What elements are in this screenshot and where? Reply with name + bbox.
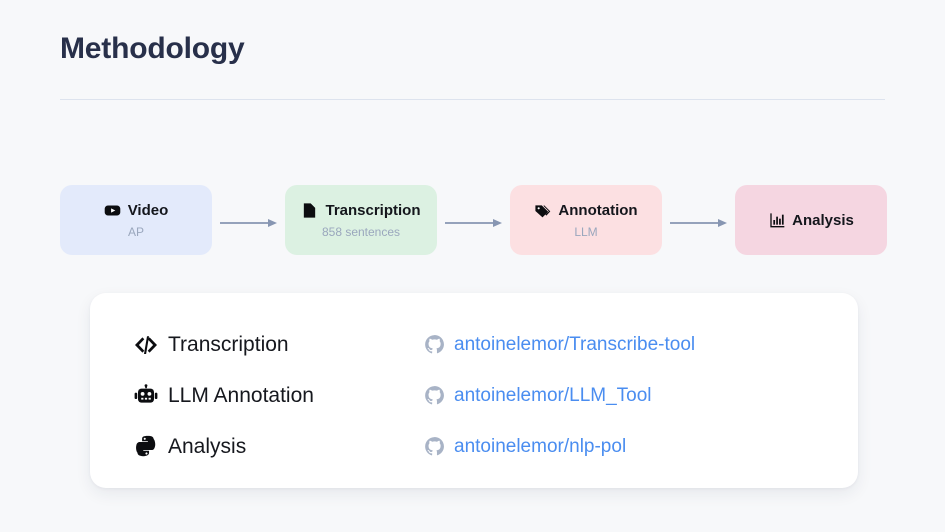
pipeline-step-annotation[interactable]: Annotation LLM (510, 185, 662, 255)
robot-icon (134, 383, 158, 408)
pipeline-step-analysis-title: Analysis (768, 212, 854, 229)
pipeline-step-video[interactable]: Video AP (60, 185, 212, 255)
repository-row: Transcription antoinelemor/Transcribe-to… (134, 319, 858, 370)
repository-link-label: antoinelemor/LLM_Tool (454, 385, 652, 406)
pipeline-step-analysis-label: Analysis (792, 211, 854, 229)
pipeline-step-annotation-title: Annotation (534, 202, 638, 219)
bar-chart-icon (768, 212, 785, 229)
pipeline-step-video-sublabel: AP (127, 225, 144, 239)
pipeline-arrow-2 (445, 215, 502, 227)
pipeline-step-transcription-sublabel: 858 sentences (321, 225, 401, 239)
github-icon (424, 436, 445, 457)
pipeline-step-transcription[interactable]: Transcription 858 sentences (285, 185, 437, 255)
repository-link-label: antoinelemor/nlp-pol (454, 436, 627, 457)
repository-tool-label: Analysis (168, 435, 247, 458)
pipeline-arrow-3 (670, 215, 727, 227)
pipeline-step-analysis[interactable]: Analysis (735, 185, 887, 255)
repository-link-nlp-pol[interactable]: antoinelemor/nlp-pol (424, 436, 626, 457)
repository-tool-name: Transcription (134, 333, 424, 357)
repository-link-llm-tool[interactable]: antoinelemor/LLM_Tool (424, 385, 652, 406)
youtube-icon (104, 202, 121, 219)
pipeline-step-transcription-title: Transcription (301, 202, 421, 219)
repository-tool-label: Transcription (168, 333, 289, 356)
repository-link-label: antoinelemor/Transcribe-tool (454, 334, 696, 355)
code-icon (134, 333, 158, 357)
page-title: Methodology (60, 32, 245, 65)
document-icon (301, 202, 318, 219)
title-divider (60, 99, 885, 100)
tags-icon (534, 202, 551, 219)
github-icon (424, 385, 445, 406)
pipeline-step-annotation-sublabel: LLM (574, 225, 598, 239)
pipeline-step-transcription-label: Transcription (325, 202, 421, 219)
repository-row: LLM Annotation antoinelemor/LLM_Tool (134, 370, 858, 421)
repository-row: Analysis antoinelemor/nlp-pol (134, 421, 858, 472)
github-icon (424, 334, 445, 355)
pipeline-arrow-1 (220, 215, 277, 227)
methodology-pipeline: Video AP Transcription 858 sentences (60, 185, 887, 255)
repository-card: Transcription antoinelemor/Transcribe-to… (90, 293, 858, 488)
pipeline-step-annotation-label: Annotation (558, 202, 638, 219)
repository-tool-name: Analysis (134, 435, 424, 459)
repository-tool-name: LLM Annotation (134, 383, 424, 408)
python-icon (134, 435, 158, 459)
repository-link-transcribe-tool[interactable]: antoinelemor/Transcribe-tool (424, 334, 695, 355)
repository-tool-label: LLM Annotation (168, 384, 314, 407)
pipeline-step-video-label: Video (127, 202, 169, 219)
pipeline-step-video-title: Video (104, 202, 169, 219)
